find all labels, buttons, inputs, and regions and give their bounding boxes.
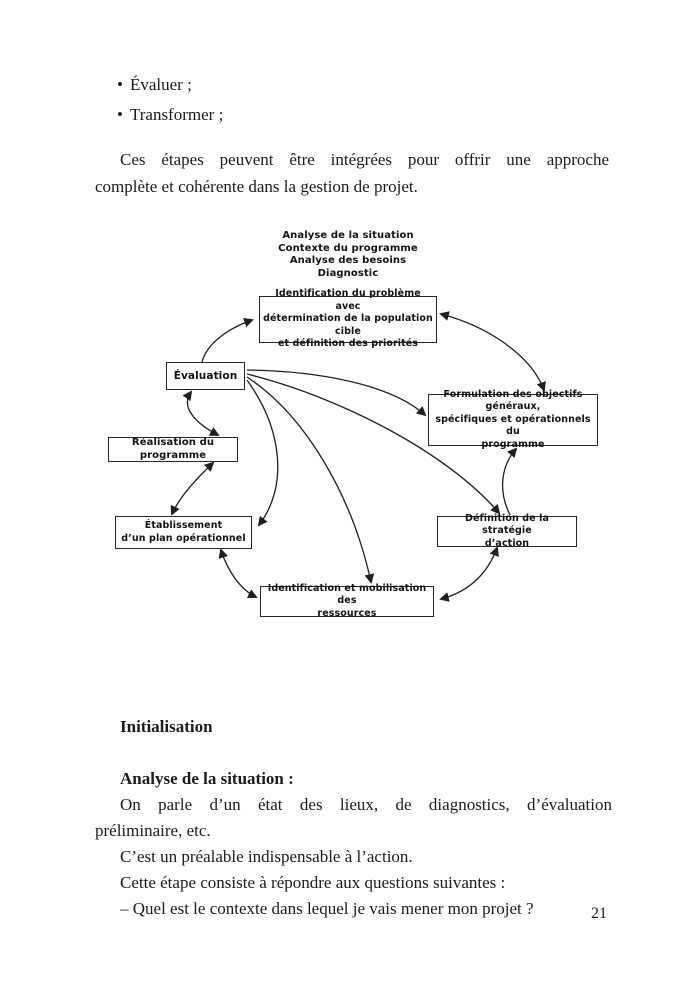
arrow-identification-formulation (439, 311, 546, 392)
section-title-analyse: Analyse de la situation : (120, 769, 294, 788)
diagram-box-strategie-action: Définition de la stratégie d’action (437, 512, 577, 549)
project-cycle-diagram: Analyse de la situation Contexte du prog… (0, 225, 700, 625)
box-line: d’action (484, 537, 530, 549)
box-line: programme (481, 438, 545, 450)
box-line: détermination de la population cible (263, 313, 433, 337)
box-line: et définition des priorités (277, 338, 419, 350)
intro-paragraph: Ces étapes peuvent être intégrées pour o… (95, 146, 609, 200)
diagram-header-line: Analyse des besoins (289, 255, 407, 267)
box-line: Évaluation (173, 369, 238, 382)
arrow-evaluation-to-identification (201, 318, 254, 363)
body-text-block: Initialisation Analyse de la situation :… (95, 714, 612, 922)
arrow-evaluation-to-ressources (246, 376, 375, 584)
diagram-box-identification-probleme: Identification du problème avec détermin… (259, 288, 437, 349)
paragraph-line: C’est un préalable indispensable à l’act… (120, 847, 413, 866)
bullet-item: • Transformer ; (117, 100, 223, 130)
arrow-evaluation-to-etablissement (246, 379, 279, 527)
bullet-icon: • (117, 75, 123, 94)
box-line: Identification et mobilisation des (267, 582, 427, 607)
arrow-evaluation-to-formulation (246, 369, 427, 417)
diagram-box-realisation-programme: Réalisation du programme (108, 437, 238, 462)
arrow-evaluation-to-definition (246, 373, 501, 515)
arrow-definition-ressources (439, 546, 499, 602)
bullet-list: • Évaluer ; • Transformer ; (117, 70, 223, 130)
diagram-header-text: Analyse de la situation Contexte du prog… (238, 230, 458, 281)
diagram-box-formulation-objectifs: Formulation des objectifs généraux, spéc… (428, 389, 598, 450)
bullet-icon: • (117, 105, 123, 124)
box-line: Établissement (144, 519, 223, 531)
bullet-item-text: Transformer ; (129, 105, 224, 124)
diagram-arrows-layer (170, 311, 546, 602)
diagram-header-line: Analyse de la situation (282, 230, 414, 241)
box-line: Identification du problème avec (275, 288, 421, 312)
paragraph-line: Ces étapes peuvent être intégrées pour o… (120, 150, 609, 169)
paragraph-line: – Quel est le contexte dans lequel je va… (120, 899, 534, 918)
box-line: spécifiques et opérationnels du (435, 413, 591, 438)
box-line: Formulation des objectifs généraux, (443, 388, 583, 413)
diagram-header-line: Diagnostic (317, 268, 379, 280)
box-line: d’un plan opérationnel (121, 532, 246, 544)
section-title-initialisation: Initialisation (120, 717, 213, 736)
paragraph-line: complète et cohérente dans la gestion de… (95, 177, 418, 196)
diagram-box-plan-operationnel: Établissement d’un plan opérationnel (115, 516, 252, 549)
arrow-definition-to-formulation (501, 447, 518, 516)
paragraph-line: On parle d’un état des lieux, de diagnos… (120, 795, 612, 814)
arrow-evaluation-realisation (182, 390, 220, 436)
bullet-item: • Évaluer ; (117, 70, 223, 100)
bullet-item-text: Évaluer ; (129, 75, 192, 94)
diagram-box-mobilisation-ressources: Identification et mobilisation des resso… (260, 582, 434, 619)
diagram-box-evaluation: Évaluation (166, 362, 245, 390)
box-line: Réalisation du programme (131, 436, 215, 461)
blank-line (95, 740, 612, 766)
box-line: ressources (317, 607, 377, 619)
box-line: Définition de la stratégie (465, 512, 549, 537)
arrow-realisation-etablissement (170, 461, 215, 516)
page-number: 21 (591, 905, 607, 922)
arrow-etablissement-ressources (218, 548, 258, 599)
paragraph-line: Cette étape consiste à répondre aux ques… (120, 873, 506, 892)
paragraph-line: préliminaire, etc. (95, 821, 211, 840)
diagram-header-line: Contexte du programme (278, 242, 418, 254)
